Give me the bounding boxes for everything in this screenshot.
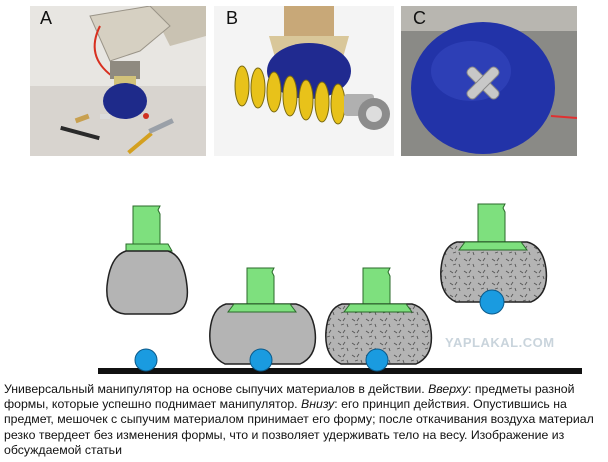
stage-4-gripper	[440, 203, 548, 303]
photo-a: A	[30, 6, 206, 156]
photo-c-scene	[401, 6, 577, 156]
panel-letter-a: A	[40, 8, 53, 28]
watermark: YAPLAKAL.COM	[445, 335, 555, 350]
photo-c: C	[401, 6, 577, 156]
stage-2-ball	[249, 348, 273, 372]
caption-top-label: Вверху	[428, 382, 468, 396]
stage-3-gripper	[325, 267, 433, 365]
caption-part-3: : его принцип действия. Опустившись на п…	[4, 397, 594, 457]
figure-caption: Универсальный манипулятор на основе сыпу…	[4, 382, 598, 458]
caption-bottom-label: Внизу	[301, 397, 335, 412]
photo-a-scene	[30, 6, 206, 156]
photo-b-scene	[214, 6, 394, 156]
stage-3-ball	[365, 348, 389, 372]
stage-1-gripper	[106, 205, 189, 315]
stage-4-ball	[479, 289, 505, 315]
stage-1-ball	[134, 348, 158, 372]
caption-part-2: : предметы разной формы, которые успешно…	[4, 382, 575, 412]
stage-2-gripper	[209, 267, 317, 365]
operating-principle-diagram	[98, 203, 582, 374]
caption-part-1: Универсальный манипулятор на основе сыпу…	[4, 382, 429, 396]
panel-letter-b: B	[226, 8, 239, 28]
panel-letter-c: C	[413, 8, 426, 28]
photo-b: B	[214, 6, 394, 156]
floor-line	[98, 368, 582, 374]
